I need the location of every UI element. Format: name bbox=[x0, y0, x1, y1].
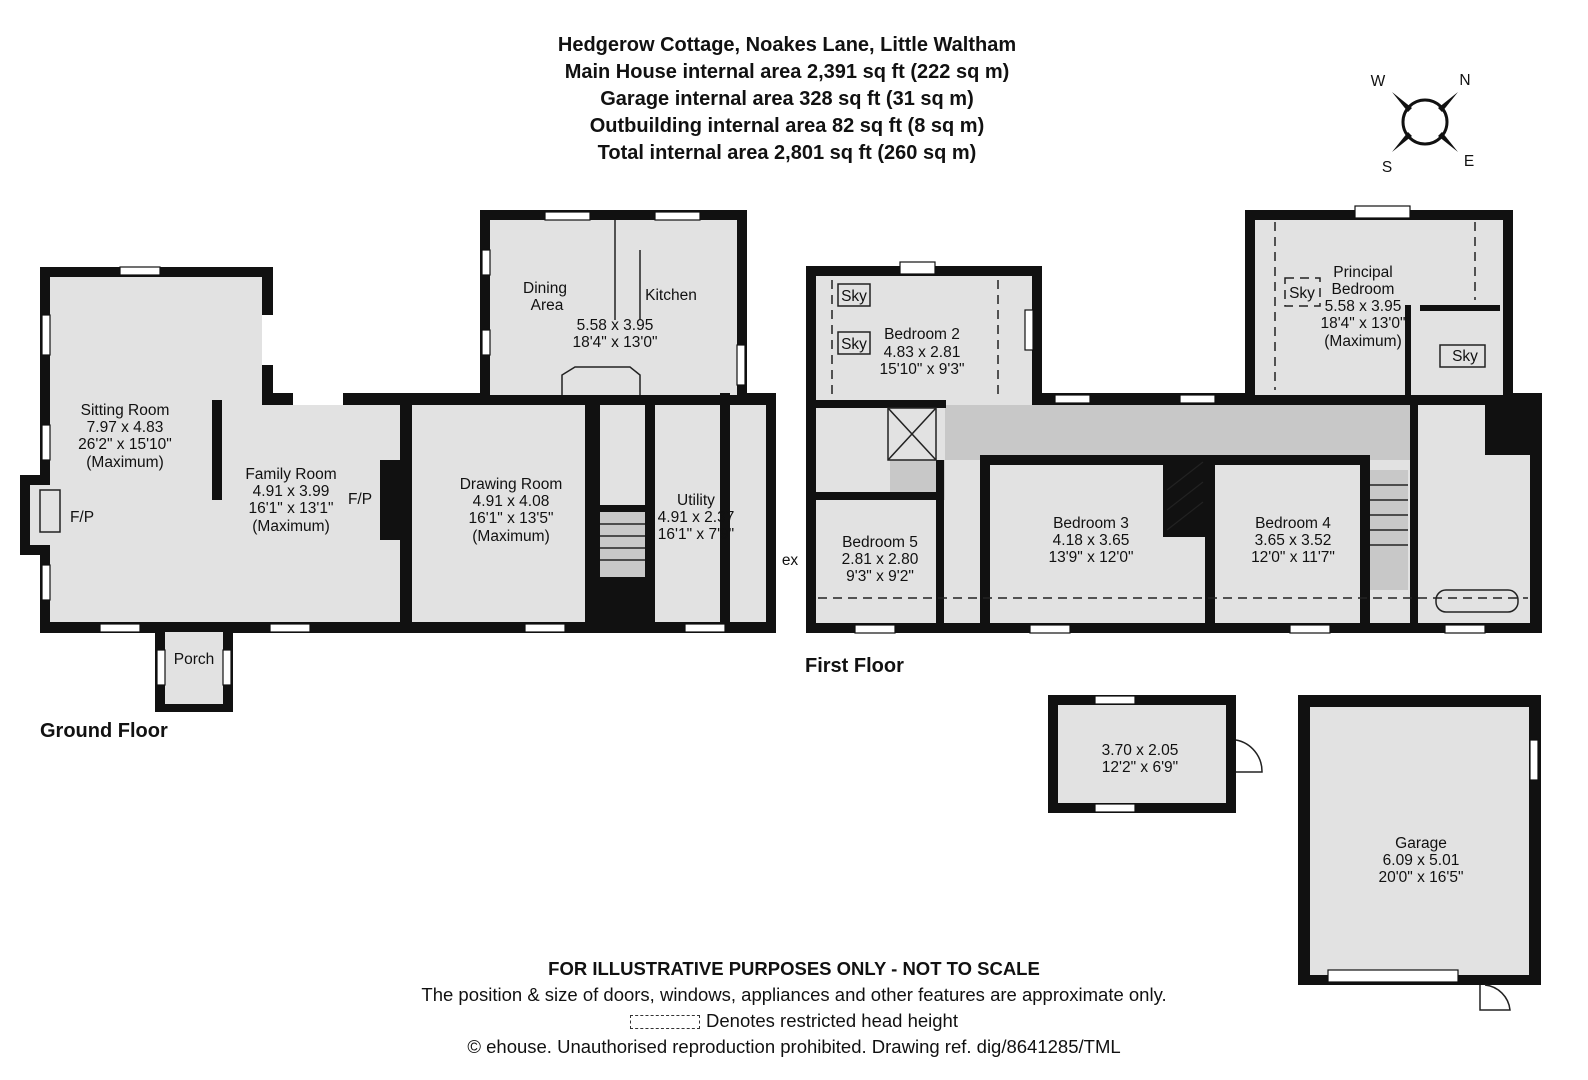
compass-s: S bbox=[1382, 159, 1392, 176]
outbuilding-area: Outbuilding internal area 82 sq ft (8 sq… bbox=[589, 115, 985, 137]
fireplace-label-family: F/P bbox=[348, 491, 372, 508]
compass-w: W bbox=[1371, 73, 1386, 90]
approximation-note: The position & size of doors, windows, a… bbox=[421, 984, 1167, 1005]
title-block: Hedgerow Cottage, Noakes Lane, Little Wa… bbox=[0, 32, 1588, 167]
disclaimer: FOR ILLUSTRATIVE PURPOSES ONLY - NOT TO … bbox=[548, 958, 1040, 979]
skylight-label: Sky bbox=[841, 288, 867, 305]
compass-e: E bbox=[1464, 153, 1474, 170]
copyright: © ehouse. Unauthorised reproduction proh… bbox=[467, 1036, 1121, 1057]
ground-floor-label: Ground Floor bbox=[40, 720, 168, 742]
skylight-label: Sky bbox=[1289, 285, 1315, 302]
chimney-hatch bbox=[1166, 461, 1204, 531]
main-house-area: Main House internal area 2,391 sq ft (22… bbox=[564, 61, 1010, 83]
compass-icon: W N S E bbox=[1371, 72, 1474, 176]
restricted-height-swatch bbox=[630, 1015, 701, 1030]
footer: FOR ILLUSTRATIVE PURPOSES ONLY - NOT TO … bbox=[0, 956, 1588, 1060]
skylight-label: Sky bbox=[1452, 348, 1478, 365]
garage-area: Garage internal area 328 sq ft (31 sq m) bbox=[600, 88, 974, 110]
compass-n: N bbox=[1459, 72, 1470, 89]
legend: Denotes restricted head height bbox=[0, 1008, 1588, 1034]
first-floor-label: First Floor bbox=[805, 655, 904, 677]
porch-label: Porch bbox=[174, 651, 215, 668]
address-title: Hedgerow Cottage, Noakes Lane, Little Wa… bbox=[557, 34, 1017, 56]
stray-text: ex bbox=[782, 552, 799, 569]
skylight-label: Sky bbox=[841, 336, 867, 353]
fireplace-label: F/P bbox=[70, 509, 94, 526]
total-area: Total internal area 2,801 sq ft (260 sq … bbox=[597, 142, 977, 164]
legend-text: Denotes restricted head height bbox=[706, 1010, 958, 1031]
